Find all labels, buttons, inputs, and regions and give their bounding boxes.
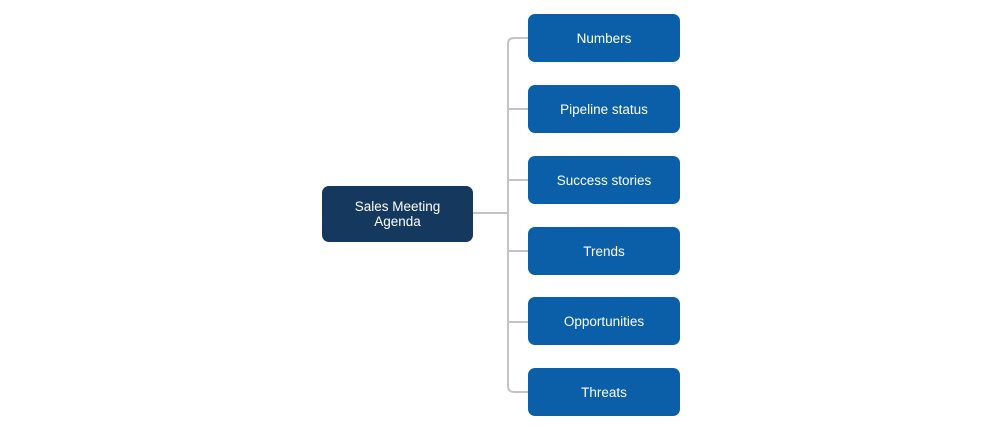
node-trends[interactable]: Trends bbox=[528, 227, 680, 275]
node-label: Success stories bbox=[556, 172, 652, 188]
node-root-label: Sales Meeting Agenda bbox=[354, 199, 441, 229]
node-threats[interactable]: Threats bbox=[528, 368, 680, 416]
node-root-sales-meeting-agenda[interactable]: Sales Meeting Agenda bbox=[322, 186, 473, 242]
node-label: Pipeline status bbox=[560, 101, 648, 117]
node-label: Numbers bbox=[576, 30, 632, 46]
node-pipeline-status[interactable]: Pipeline status bbox=[528, 85, 680, 133]
connector-trunk bbox=[507, 37, 528, 393]
node-numbers[interactable]: Numbers bbox=[528, 14, 680, 62]
node-label: Opportunities bbox=[563, 313, 645, 329]
node-label: Trends bbox=[583, 243, 625, 259]
node-opportunities[interactable]: Opportunities bbox=[528, 297, 680, 345]
node-label: Threats bbox=[581, 384, 627, 400]
node-success-stories[interactable]: Success stories bbox=[528, 156, 680, 204]
